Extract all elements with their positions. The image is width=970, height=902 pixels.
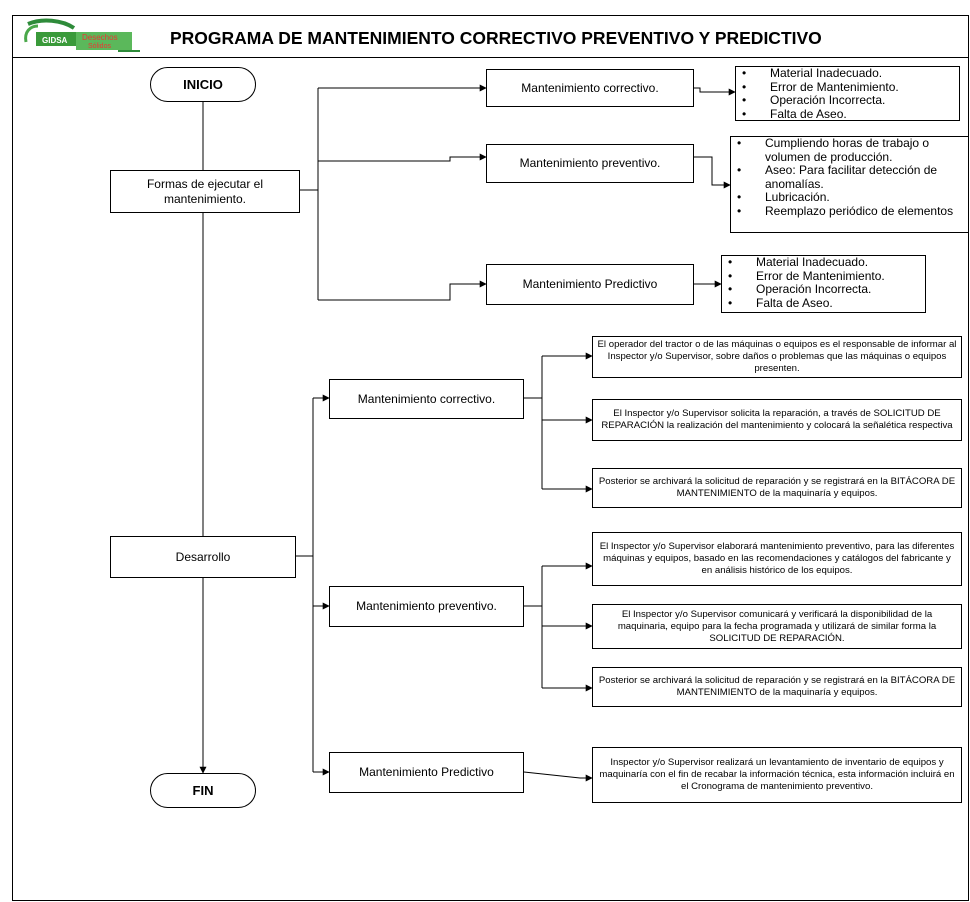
list-item: Falta de Aseo. — [736, 107, 959, 122]
preventivo-actions-list: Cumpliendo horas de trabajo o volumen de… — [730, 136, 969, 233]
logo-brand: GIDSA — [42, 36, 68, 45]
list-item: Aseo: Para facilitar detección de anomal… — [731, 163, 968, 191]
predictivo-step-1: Inspector y/o Supervisor realizará un le… — [592, 747, 962, 803]
list-item: Error de Mantenimiento. — [722, 269, 925, 284]
list-item: Falta de Aseo. — [722, 296, 925, 311]
header-bar — [12, 15, 969, 58]
formas-correctivo-box: Mantenimiento correctivo. — [486, 69, 694, 107]
page-frame — [12, 15, 969, 901]
desarrollo-correctivo-box: Mantenimiento correctivo. — [329, 379, 524, 419]
list-item: Cumpliendo horas de trabajo o volumen de… — [731, 136, 968, 164]
logo-text-2: Sólidos — [88, 43, 111, 50]
formas-box: Formas de ejecutar el mantenimiento. — [110, 170, 300, 213]
preventivo-step-3: Posterior se archivará la solicitud de r… — [592, 667, 962, 707]
list-item: Reemplazo periódico de elementos — [731, 204, 968, 219]
desarrollo-box: Desarrollo — [110, 536, 296, 578]
list-item: Operación Incorrecta. — [736, 94, 959, 108]
page-title: PROGRAMA DE MANTENIMIENTO CORRECTIVO PRE… — [170, 28, 822, 48]
formas-preventivo-box: Mantenimiento preventivo. — [486, 144, 694, 183]
desarrollo-predictivo-box: Mantenimiento Predictivo — [329, 752, 524, 793]
logo-text-1: Desechos — [82, 33, 118, 42]
start-terminator: INICIO — [150, 67, 256, 102]
formas-predictivo-box: Mantenimiento Predictivo — [486, 264, 694, 305]
correctivo-step-2: El Inspector y/o Supervisor solicita la … — [592, 399, 962, 441]
list-item: Error de Mantenimiento. — [736, 80, 959, 95]
correctivo-step-1: El operador del tractor o de las máquina… — [592, 336, 962, 378]
company-logo: GIDSA Desechos Sólidos — [24, 18, 140, 52]
correctivo-causes-list: Material Inadecuado. Error de Mantenimie… — [735, 66, 960, 121]
list-item: Lubricación. — [731, 191, 968, 205]
desarrollo-preventivo-box: Mantenimiento preventivo. — [329, 586, 524, 627]
list-item: Material Inadecuado. — [722, 255, 925, 270]
list-item: Operación Incorrecta. — [722, 283, 925, 297]
end-terminator: FIN — [150, 773, 256, 808]
list-item: Material Inadecuado. — [736, 66, 959, 81]
predictivo-causes-list: Material Inadecuado. Error de Mantenimie… — [721, 255, 926, 313]
preventivo-step-1: El Inspector y/o Supervisor elaborará ma… — [592, 532, 962, 586]
preventivo-step-2: El Inspector y/o Supervisor comunicará y… — [592, 604, 962, 649]
correctivo-step-3: Posterior se archivará la solicitud de r… — [592, 468, 962, 508]
